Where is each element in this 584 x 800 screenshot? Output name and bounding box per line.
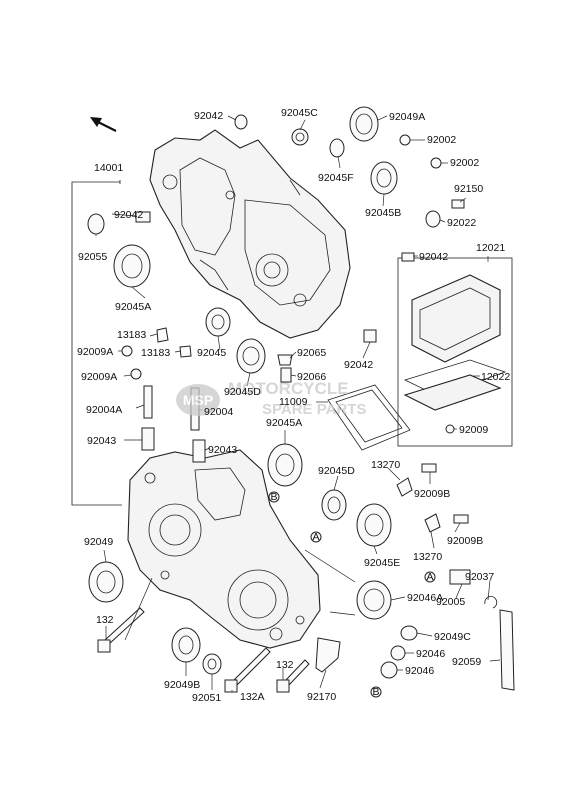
part-label: 92045D [224,386,261,398]
part-label: 11009 [279,396,308,408]
part-label: 92005 [436,596,465,608]
part-label: 92049 [84,536,113,548]
part-label: 92065 [297,347,326,359]
upper-crankcase-half [149,129,351,339]
reed-valve-box [397,257,513,447]
callout-markers: B A A B [268,491,436,698]
part-label: 92049B [164,679,200,691]
part-label: 12022 [481,371,510,383]
part-label: 92042 [419,251,448,263]
part-label: 92049A [389,111,425,123]
part-label: 92004 [204,406,233,418]
crankcase-assembly-bracket [71,180,122,506]
callout-a-lower: A [312,531,319,543]
callout-a-right: A [426,571,433,583]
part-label: 14001 [94,162,123,174]
part-label: 13183 [117,329,146,341]
part-label: 132 [96,614,114,626]
part-label: 132A [240,691,265,703]
part-label: 92045F [318,172,354,184]
part-label: 92150 [454,183,483,195]
part-label: 92042 [194,110,223,122]
part-label: 92043 [87,435,116,447]
watermark-line1: MOTORCYCLE [228,379,349,398]
part-label: 92042 [344,359,373,371]
part-label: 92009B [414,488,450,500]
part-label: 92046 [416,648,445,660]
part-label: 12021 [476,242,505,254]
part-label: 92045D [318,465,355,477]
part-label: 92049C [434,631,471,643]
leader-lines [95,115,501,692]
part-label: 92066 [297,371,326,383]
callout-b-right: B [372,686,379,698]
part-label: 92046 [405,665,434,677]
part-label: 92170 [307,691,336,703]
part-label: 13183 [141,347,170,359]
part-label: 92009A [77,346,113,358]
part-label: 132 [276,659,294,671]
part-label: 92045A [266,417,302,429]
part-label: 92009 [459,424,488,436]
part-label: 92045A [115,301,151,313]
part-label: 92022 [447,217,476,229]
part-label: 92045E [364,557,400,569]
part-label: 92043 [208,444,237,456]
part-label: 92059 [452,656,481,668]
part-label: 92009B [447,535,483,547]
part-label: 92002 [427,134,456,146]
part-label: 13270 [371,459,400,471]
bearings-upper [87,106,465,463]
part-label: 92004A [86,404,122,416]
front-direction-arrow-icon [90,117,117,132]
part-label: 92055 [78,251,107,263]
part-label: 92051 [192,692,221,704]
part-label: 92042 [114,209,143,221]
part-label: 92002 [450,157,479,169]
watermark: MSP MOTORCYCLE SPARE PARTS [176,379,366,418]
watermark-line2: SPARE PARTS [262,401,366,418]
callout-b-upper: B [270,491,277,503]
part-label: 13270 [413,551,442,563]
part-label: 92037 [465,571,494,583]
part-label: 92045B [365,207,401,219]
watermark-badge: MSP [183,392,213,408]
part-labels: 92042 92045C 92049A 92002 92002 14001 92… [77,107,510,704]
part-label: 92045 [197,347,226,359]
part-label: 92009A [81,371,117,383]
part-label: 92045C [281,107,318,119]
part-label: 92046A [407,592,443,604]
base-gasket [327,384,411,451]
